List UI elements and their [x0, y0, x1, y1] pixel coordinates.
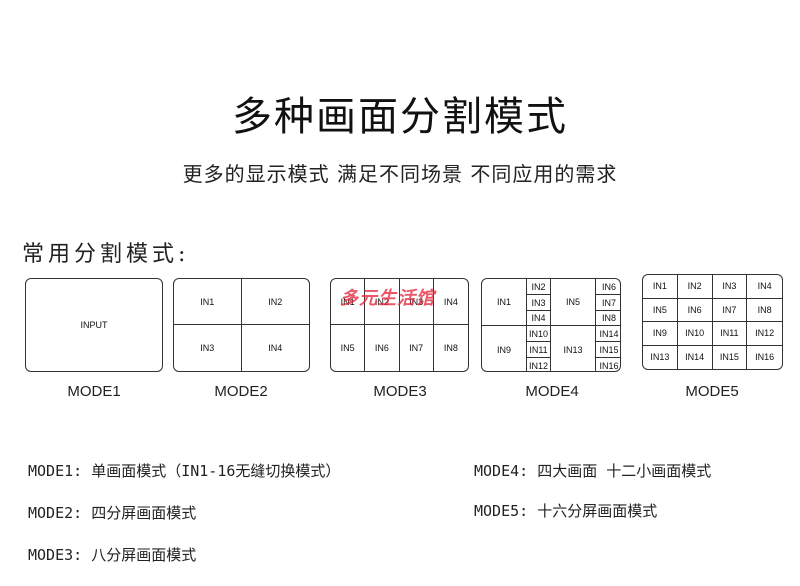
mode4-cell-in16: IN16 [599, 360, 619, 371]
mode5-cell-in16: IN16 [755, 352, 775, 363]
mode3-cell-in5: IN5 [331, 325, 366, 371]
mode4-cell-in3: IN3 [527, 295, 551, 311]
mode5-cell-in6: IN6 [677, 298, 713, 322]
mode3-cell-in8: IN8 [443, 343, 458, 353]
mode3-cell-in4: IN4 [433, 279, 468, 325]
mode2-description: MODE2: 四分屏画面模式 [28, 504, 197, 522]
mode5-cell-in3: IN3 [712, 275, 748, 299]
mode1-label: MODE1 [67, 383, 121, 400]
mode4-cell-in4: IN4 [527, 311, 551, 326]
mode1-panel: INPUT [25, 278, 163, 372]
mode3-description: MODE3: 八分屏画面模式 [28, 546, 197, 564]
mode2-label: MODE2 [214, 383, 268, 400]
mode4-cell-in10: IN10 [527, 326, 551, 342]
mode1-cell-input: INPUT [80, 320, 108, 330]
mode4-cell-in9: IN9 [482, 326, 527, 371]
mode4-cell-in1: IN1 [482, 279, 527, 326]
mode5-cell-in13: IN13 [643, 345, 678, 369]
mode4-cell-in8: IN8 [596, 311, 620, 326]
mode4-cell-in12: IN12 [527, 358, 551, 371]
mode4-cell-in11: IN11 [527, 342, 551, 358]
mode5-cell-in9: IN9 [643, 322, 678, 346]
mode4-cell-in15: IN15 [596, 342, 620, 358]
mode2-cell-in4: IN4 [268, 343, 283, 353]
mode4-cell-in2: IN2 [527, 279, 551, 295]
page-title: 多种画面分割模式 [232, 94, 568, 140]
mode4-label: MODE4 [525, 383, 579, 400]
mode4-description: MODE4: 四大画面 十二小画面模式 [474, 462, 712, 480]
mode3-cell-in7: IN7 [400, 325, 434, 371]
mode4-cell-in5: IN5 [551, 279, 596, 326]
mode5-cell-in7: IN7 [712, 298, 748, 322]
mode5-description: MODE5: 十六分屏画面模式 [474, 502, 658, 520]
mode3-label: MODE3 [373, 383, 427, 400]
mode5-label: MODE5 [685, 383, 739, 400]
mode5-cell-in14: IN14 [678, 345, 713, 369]
mode3-cell-in6: IN6 [365, 325, 400, 371]
mode5-cell-in10: IN10 [677, 322, 713, 346]
mode5-cell-in1: IN1 [643, 275, 678, 299]
mode5-cell-in15: IN15 [713, 345, 748, 369]
mode5-cell-in12: IN12 [747, 322, 782, 346]
section-label: 常用分割模式: [22, 242, 190, 267]
page-subtitle: 更多的显示模式 满足不同场景 不同应用的需求 [182, 162, 618, 186]
mode2-cell-in1: IN1 [174, 279, 242, 325]
mode5-cell-in2: IN2 [677, 275, 713, 299]
mode5-panel: IN1 IN2 IN3 IN4 IN5 IN6 IN7 IN8 IN9 IN10… [642, 274, 783, 370]
mode5-cell-in8: IN8 [747, 299, 782, 322]
mode4-cell-in7: IN7 [596, 295, 620, 311]
mode2-panel: IN1 IN2 IN3 IN4 [173, 278, 310, 372]
mode3-cell-in1: IN1 [331, 279, 366, 325]
mode5-cell-in11: IN11 [712, 322, 748, 346]
mode4-cell-in14: IN14 [596, 326, 620, 342]
mode4-cell-in6: IN6 [596, 279, 620, 295]
mode2-cell-in2: IN2 [241, 279, 309, 325]
watermark: 多元生活馆 [340, 288, 435, 309]
mode1-description: MODE1: 单画面模式（IN1-16无缝切换模式） [28, 462, 341, 480]
mode3-cell-in2: IN2 [365, 279, 400, 325]
mode4-cell-in13: IN13 [551, 326, 596, 371]
mode4-panel: IN1 IN2 IN3 IN4 IN5 IN6 IN7 IN8 IN9 IN10… [481, 278, 621, 372]
mode5-cell-in5: IN5 [643, 298, 678, 322]
mode2-cell-in3: IN3 [174, 325, 242, 371]
mode5-cell-in4: IN4 [747, 275, 782, 299]
mode3-panel: IN1 IN2 IN3 IN4 IN5 IN6 IN7 IN8 [330, 278, 469, 372]
mode3-cell-in3: IN3 [399, 279, 434, 325]
